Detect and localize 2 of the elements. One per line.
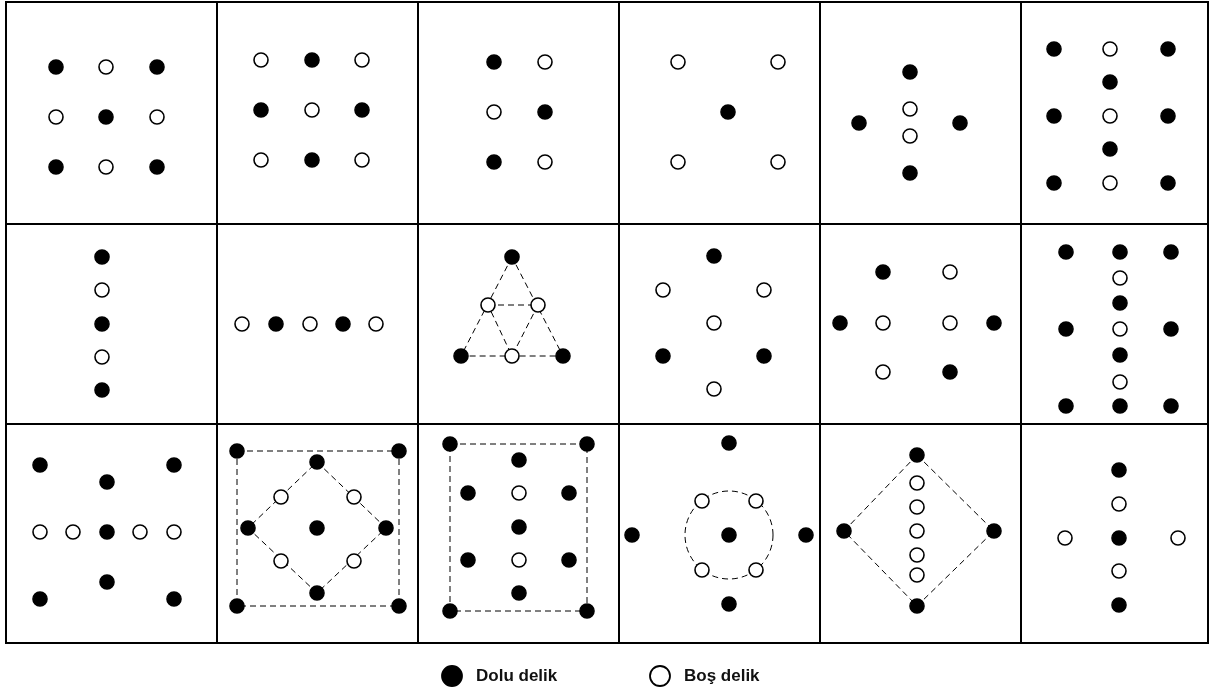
- legend-label: Dolu delik: [476, 666, 558, 686]
- legend-label: Boş delik: [684, 666, 760, 686]
